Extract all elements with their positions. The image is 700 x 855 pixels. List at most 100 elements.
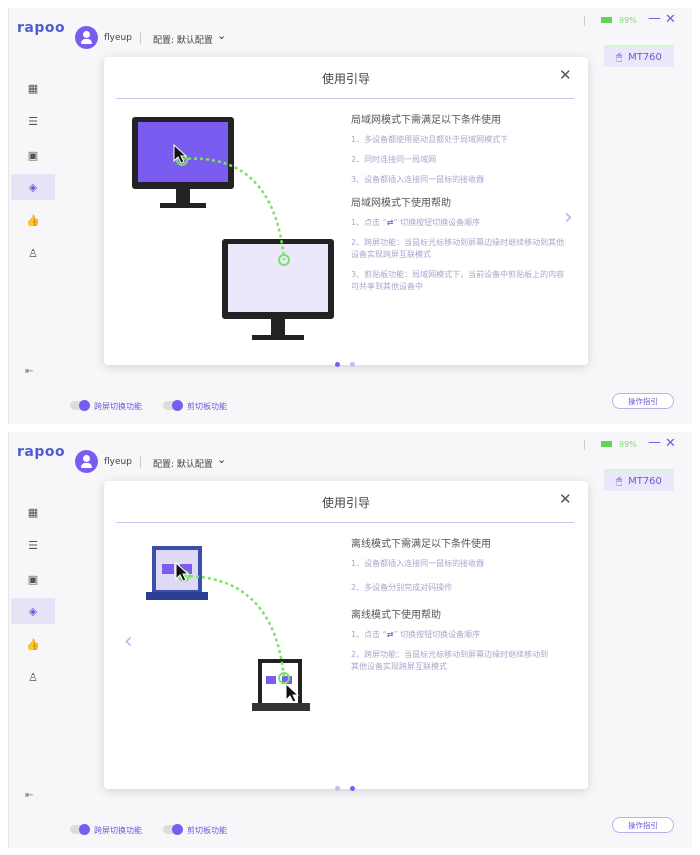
illustration bbox=[124, 112, 344, 352]
item-text: ” 切换按钮切换设备顺序 bbox=[393, 630, 481, 639]
rapoo-logo: rapoo bbox=[17, 20, 66, 36]
close-button[interactable]: ✕ bbox=[665, 436, 676, 451]
cross-screen-label: 跨屏切换功能 bbox=[94, 402, 142, 411]
list-item: 2、同时连接同一局域网 bbox=[351, 155, 437, 164]
grid-icon: ▦ bbox=[27, 81, 39, 95]
clipboard-toggle[interactable] bbox=[163, 400, 183, 411]
guide-text: 离线模式下需满足以下条件使用 1、设备都插入连接同一鼠标的接收器 2、多设备分别完… bbox=[351, 535, 571, 681]
battery-icon bbox=[601, 17, 612, 23]
layers-icon: ◈ bbox=[28, 604, 38, 618]
sidebar-item-buttons[interactable]: ☰ bbox=[11, 532, 55, 558]
battery-percent: 99% bbox=[619, 16, 637, 25]
guide-text: 局域网模式下需满足以下条件使用 1、多设备都使用驱动且都处于局域网模式下 2、同时… bbox=[351, 111, 571, 301]
modal-title: 使用引导 bbox=[321, 72, 370, 86]
list-item: 2、跨屏功能：当鼠标光标移动到屏幕边缘时继续移动到其他设备实现跨屏互联模式 bbox=[351, 650, 549, 671]
user-icon: ♙ bbox=[28, 670, 38, 684]
chevron-down-icon[interactable]: ⌄ bbox=[217, 453, 227, 466]
section-title: 离线模式下使用帮助 bbox=[351, 610, 441, 621]
minimize-button[interactable]: — bbox=[648, 435, 661, 450]
illustration bbox=[124, 536, 344, 776]
sidebar-item-image[interactable]: ▣ bbox=[11, 566, 55, 592]
prev-page-arrow[interactable]: ‹ bbox=[124, 629, 133, 654]
thumbs-up-icon: 👍 bbox=[26, 637, 40, 651]
page-dot[interactable] bbox=[350, 362, 355, 367]
divider bbox=[116, 98, 574, 99]
clipboard-toggle[interactable] bbox=[163, 824, 183, 835]
sidebar-item-user[interactable]: ♙ bbox=[11, 240, 55, 266]
sidebar-item-home[interactable]: ▦ bbox=[11, 75, 55, 101]
list-item: 1、设备都插入连接同一鼠标的接收器 bbox=[351, 559, 485, 568]
page-dot[interactable] bbox=[335, 362, 340, 367]
modal-title: 使用引导 bbox=[321, 496, 370, 510]
list-item: 1、多设备都使用驱动且都处于局域网模式下 bbox=[351, 135, 509, 144]
divider bbox=[116, 522, 574, 523]
section-title: 局域网模式下使用帮助 bbox=[351, 198, 451, 209]
sidebar-item-image[interactable]: ▣ bbox=[11, 142, 55, 168]
guide-modal: 使用引导 ✕ 离线模式下需满足以下条件使用 1、设备都插入连接同一鼠标的接收器 2… bbox=[104, 481, 588, 791]
sidebar-item-like[interactable]: 👍 bbox=[11, 631, 55, 657]
collapse-sidebar-icon[interactable]: ⇤ bbox=[25, 790, 34, 801]
device-button[interactable]: 🖱MT760 bbox=[604, 45, 674, 67]
guide-button[interactable]: 操作指引 bbox=[612, 393, 674, 409]
sliders-icon: ☰ bbox=[28, 114, 38, 128]
sidebar-item-user[interactable]: ♙ bbox=[11, 664, 55, 690]
minimize-button[interactable]: — bbox=[648, 11, 661, 26]
guide-modal: 使用引导 ✕ 局域网模式下需满足以下条件使用 1、多设备都使用驱动且都处于局域网… bbox=[104, 57, 588, 367]
image-icon: ▣ bbox=[27, 572, 39, 586]
list-item: 2、多设备分别完成对码操作 bbox=[351, 583, 453, 592]
clipboard-label: 剪切板功能 bbox=[187, 826, 227, 835]
username: flyeup bbox=[104, 457, 132, 467]
list-item: 1、点击 “⇄” 切换按钮切换设备顺序 bbox=[351, 217, 571, 229]
rapoo-logo: rapoo bbox=[17, 444, 66, 460]
grid-icon: ▦ bbox=[27, 505, 39, 519]
sidebar-item-home[interactable]: ▦ bbox=[11, 499, 55, 525]
mouse-icon: 🖱 bbox=[616, 51, 623, 63]
section-title: 局域网模式下需满足以下条件使用 bbox=[351, 115, 501, 126]
thumbs-up-icon: 👍 bbox=[26, 213, 40, 227]
cross-screen-toggle[interactable] bbox=[70, 400, 90, 411]
list-item: 3、设备都插入连接同一鼠标的接收器 bbox=[351, 175, 485, 184]
list-item: 1、点击 “⇄” 切换按钮切换设备顺序 bbox=[351, 629, 571, 641]
section-title: 离线模式下需满足以下条件使用 bbox=[351, 539, 491, 550]
page-dot[interactable] bbox=[335, 786, 340, 791]
sidebar-item-buttons[interactable]: ☰ bbox=[11, 108, 55, 134]
username: flyeup bbox=[104, 33, 132, 43]
avatar[interactable] bbox=[75, 450, 98, 473]
modal-close-button[interactable]: ✕ bbox=[559, 490, 572, 508]
layers-icon: ◈ bbox=[28, 180, 38, 194]
item-text: 1、点击 “ bbox=[351, 630, 387, 639]
cross-screen-toggle[interactable] bbox=[70, 824, 90, 835]
sidebar-item-like[interactable]: 👍 bbox=[11, 207, 55, 233]
battery-icon bbox=[601, 441, 612, 447]
app-window-1: rapoo flyeup 配置: 默认配置 ⌄ 99% — ✕ 🖱MT760 ▦… bbox=[8, 8, 692, 424]
device-button[interactable]: 🖱 MT760 bbox=[604, 469, 674, 491]
mouse-icon: 🖱 bbox=[616, 475, 623, 487]
page-dot[interactable] bbox=[350, 786, 355, 791]
item-text: 1、点击 “ bbox=[351, 218, 387, 227]
sidebar-item-layers[interactable]: ◈ bbox=[11, 174, 55, 200]
collapse-sidebar-icon[interactable]: ⇤ bbox=[25, 366, 34, 377]
modal-close-button[interactable]: ✕ bbox=[559, 66, 572, 84]
guide-button[interactable]: 操作指引 bbox=[612, 817, 674, 833]
swap-icon: ⇄ bbox=[386, 630, 394, 639]
device-name: MT760 bbox=[628, 475, 662, 487]
clipboard-label: 剪切板功能 bbox=[187, 402, 227, 411]
cross-screen-label: 跨屏切换功能 bbox=[94, 826, 142, 835]
close-button[interactable]: ✕ bbox=[665, 12, 676, 27]
divider bbox=[584, 16, 585, 26]
image-icon: ▣ bbox=[27, 148, 39, 162]
user-icon: ♙ bbox=[28, 246, 38, 260]
sidebar-item-layers[interactable]: ◈ bbox=[11, 598, 55, 624]
battery-percent: 99% bbox=[619, 440, 637, 449]
app-window-2: rapoo flyeup 配置: 默认配置 ⌄ 99% — ✕ 🖱 MT760 ▦… bbox=[8, 432, 692, 848]
chevron-down-icon[interactable]: ⌄ bbox=[217, 29, 227, 42]
next-page-arrow[interactable]: › bbox=[564, 205, 573, 230]
config-selector[interactable]: 配置: 默认配置 bbox=[153, 460, 213, 470]
swap-icon: ⇄ bbox=[386, 218, 394, 227]
item-text: ” 切换按钮切换设备顺序 bbox=[393, 218, 481, 227]
config-selector[interactable]: 配置: 默认配置 bbox=[153, 36, 213, 46]
avatar[interactable] bbox=[75, 26, 98, 49]
divider bbox=[584, 440, 585, 450]
divider bbox=[140, 32, 141, 44]
divider bbox=[140, 456, 141, 468]
